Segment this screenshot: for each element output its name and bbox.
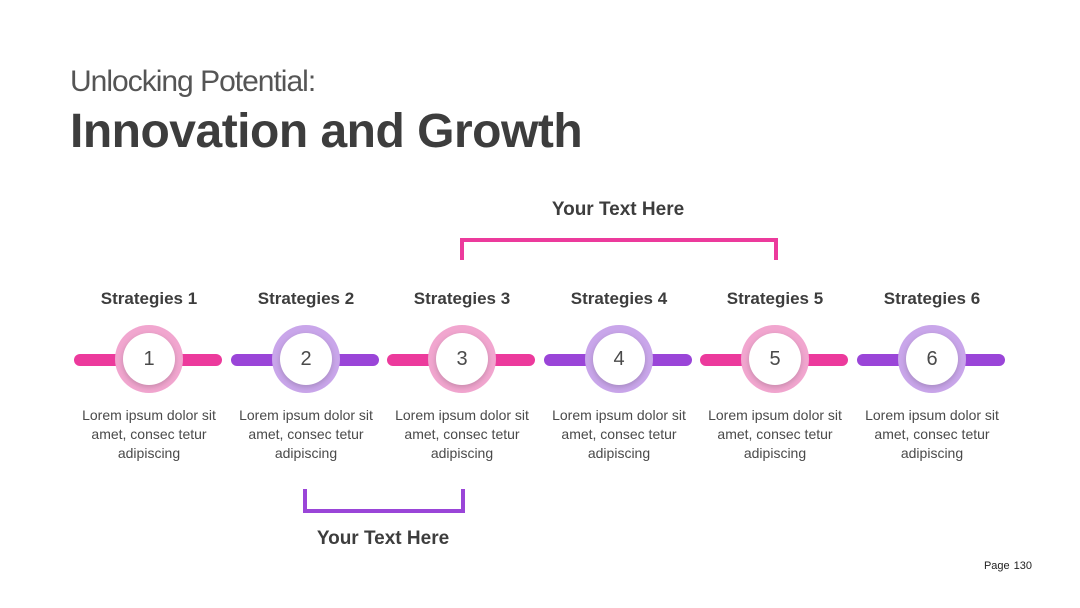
strategy-step-1: Strategies 1 1 Lorem ipsum dolor sit ame… [74,286,224,461]
strategy-description: Lorem ipsum dolor sit amet, consec tetur… [239,407,373,461]
strategy-description: Lorem ipsum dolor sit amet, consec tetur… [395,407,529,461]
strategy-number: 1 [123,333,175,385]
strategy-step-4: Strategies 4 4 Lorem ipsum dolor sit ame… [544,286,694,461]
strategy-circle: 3 [428,325,496,393]
strategy-step-2: Strategies 2 2 Lorem ipsum dolor sit ame… [231,286,381,461]
bottom-bracket-label: Your Text Here [316,528,450,549]
strategy-number: 4 [593,333,645,385]
strategy-description: Lorem ipsum dolor sit amet, consec tetur… [552,407,686,461]
strategy-title: Strategies 3 [413,289,511,308]
slide-subtitle: Unlocking Potential: [70,65,316,98]
strategy-circle: 5 [741,325,809,393]
strategy-number: 6 [906,333,958,385]
strategy-title: Strategies 6 [883,289,981,308]
slide-title: Innovation and Growth [70,105,583,158]
strategy-step-6: Strategies 6 6 Lorem ipsum dolor sit ame… [857,286,1007,461]
top-bracket [460,238,778,260]
strategy-description: Lorem ipsum dolor sit amet, consec tetur… [708,407,842,461]
strategy-description: Lorem ipsum dolor sit amet, consec tetur… [865,407,999,461]
strategy-title: Strategies 4 [570,289,668,308]
strategy-title: Strategies 5 [726,289,824,308]
strategy-step-3: Strategies 3 3 Lorem ipsum dolor sit ame… [387,286,537,461]
page-word: Page [983,560,1010,572]
strategy-circle: 2 [272,325,340,393]
strategy-number: 2 [280,333,332,385]
strategy-circle: 6 [898,325,966,393]
strategy-title: Strategies 1 [100,289,198,308]
top-bracket-label: Your Text Here [551,199,685,220]
strategy-number: 5 [749,333,801,385]
strategy-circle: 1 [115,325,183,393]
page-number-value: 130 [1013,560,1032,572]
bottom-bracket [303,489,465,513]
strategy-title: Strategies 2 [257,289,355,308]
strategy-description: Lorem ipsum dolor sit amet, consec tetur… [82,407,216,461]
strategy-step-5: Strategies 5 5 Lorem ipsum dolor sit ame… [700,286,850,461]
strategy-circle: 4 [585,325,653,393]
strategy-number: 3 [436,333,488,385]
